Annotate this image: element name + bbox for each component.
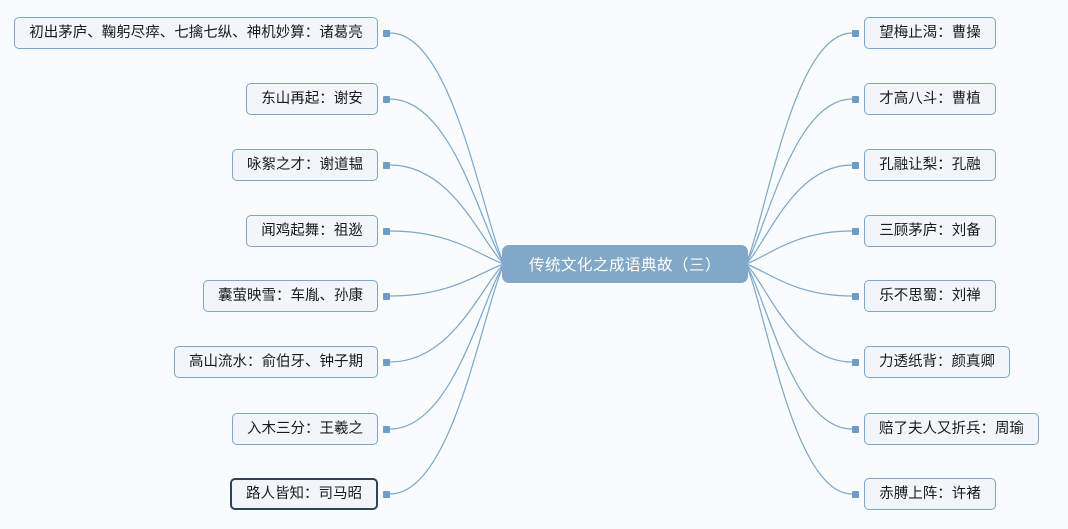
connector-dot-icon: [383, 227, 390, 235]
topic-node-label: 路人皆知：司马昭: [246, 486, 362, 502]
topic-node-label: 乐不思蜀：刘禅: [879, 288, 981, 304]
connector-dot-icon: [852, 292, 859, 300]
connector-dot-icon: [383, 95, 390, 103]
connector-dot-icon: [852, 95, 859, 103]
connector-dot-icon: [852, 227, 859, 235]
topic-node-label: 赤膊上阵：许褚: [879, 486, 981, 502]
edge-right-4: [745, 230, 853, 265]
topic-node-label: 才高八斗：曹植: [879, 91, 981, 107]
connector-dot-icon: [852, 358, 859, 366]
connector-dot-icon: [383, 29, 390, 37]
central-topic-node[interactable]: 传统文化之成语典故（三）: [502, 245, 748, 283]
topic-node-label: 赔了夫人又折兵：周瑜: [879, 421, 1024, 437]
edge-right-8: [745, 263, 853, 495]
topic-node-label: 初出茅庐、鞠躬尽瘁、七擒七纵、神机妙算：诸葛亮: [29, 25, 363, 41]
edge-left-2: [389, 98, 505, 265]
connector-dot-icon: [383, 161, 390, 169]
topic-node-label: 闻鸡起舞：祖逖: [261, 223, 363, 239]
topic-node-right-3[interactable]: 孔融让梨：孔融: [864, 149, 996, 181]
edge-right-5: [745, 263, 853, 297]
topic-node-label: 入木三分：王羲之: [247, 421, 363, 437]
central-topic-label: 传统文化之成语典故（三）: [528, 256, 721, 274]
connector-dot-icon: [852, 161, 859, 169]
edge-right-3: [745, 164, 853, 265]
topic-node-label: 孔融让梨：孔融: [879, 157, 981, 173]
topic-node-right-6[interactable]: 力透纸背：颜真卿: [864, 346, 1010, 378]
topic-node-right-2[interactable]: 才高八斗：曹植: [864, 83, 996, 115]
topic-node-label: 高山流水：俞伯牙、钟子期: [189, 354, 363, 370]
topic-node-label: 咏絮之才：谢道韫: [247, 157, 363, 173]
topic-node-label: 力透纸背：颜真卿: [879, 354, 995, 370]
topic-node-left-3[interactable]: 咏絮之才：谢道韫: [232, 149, 378, 181]
edge-left-5: [389, 263, 505, 297]
topic-node-left-1[interactable]: 初出茅庐、鞠躬尽瘁、七擒七纵、神机妙算：诸葛亮: [14, 17, 378, 49]
topic-node-right-4[interactable]: 三顾茅庐：刘备: [864, 215, 996, 247]
topic-node-left-5[interactable]: 囊萤映雪：车胤、孙康: [203, 280, 378, 312]
connector-dot-icon: [852, 425, 859, 433]
topic-node-right-8[interactable]: 赤膊上阵：许褚: [864, 478, 996, 510]
connector-dot-icon: [383, 425, 390, 433]
topic-node-left-2[interactable]: 东山再起：谢安: [246, 83, 378, 115]
edge-right-6: [745, 263, 853, 363]
topic-node-label: 望梅止渴：曹操: [879, 25, 981, 41]
edge-right-2: [745, 98, 853, 265]
topic-node-right-5[interactable]: 乐不思蜀：刘禅: [864, 280, 996, 312]
edge-left-7: [389, 263, 505, 430]
connector-dot-icon: [383, 490, 390, 498]
topic-node-right-7[interactable]: 赔了夫人又折兵：周瑜: [864, 413, 1039, 445]
edge-left-6: [389, 263, 505, 363]
topic-node-left-7[interactable]: 入木三分：王羲之: [232, 413, 378, 445]
topic-node-label: 三顾茅庐：刘备: [879, 223, 981, 239]
edge-left-3: [389, 164, 505, 265]
edge-right-7: [745, 263, 853, 430]
edge-left-8: [389, 263, 505, 495]
connector-dot-icon: [852, 29, 859, 37]
connector-dot-icon: [852, 490, 859, 498]
edge-left-4: [389, 230, 505, 265]
topic-node-label: 东山再起：谢安: [261, 91, 363, 107]
topic-node-left-4[interactable]: 闻鸡起舞：祖逖: [246, 215, 378, 247]
topic-node-right-1[interactable]: 望梅止渴：曹操: [864, 17, 996, 49]
edge-right-1: [745, 32, 853, 265]
topic-node-label: 囊萤映雪：车胤、孙康: [218, 288, 363, 304]
topic-node-left-8[interactable]: 路人皆知：司马昭: [230, 478, 378, 510]
topic-node-left-6[interactable]: 高山流水：俞伯牙、钟子期: [174, 346, 378, 378]
connector-dot-icon: [383, 358, 390, 366]
connector-dot-icon: [383, 292, 390, 300]
edge-left-1: [389, 32, 505, 265]
